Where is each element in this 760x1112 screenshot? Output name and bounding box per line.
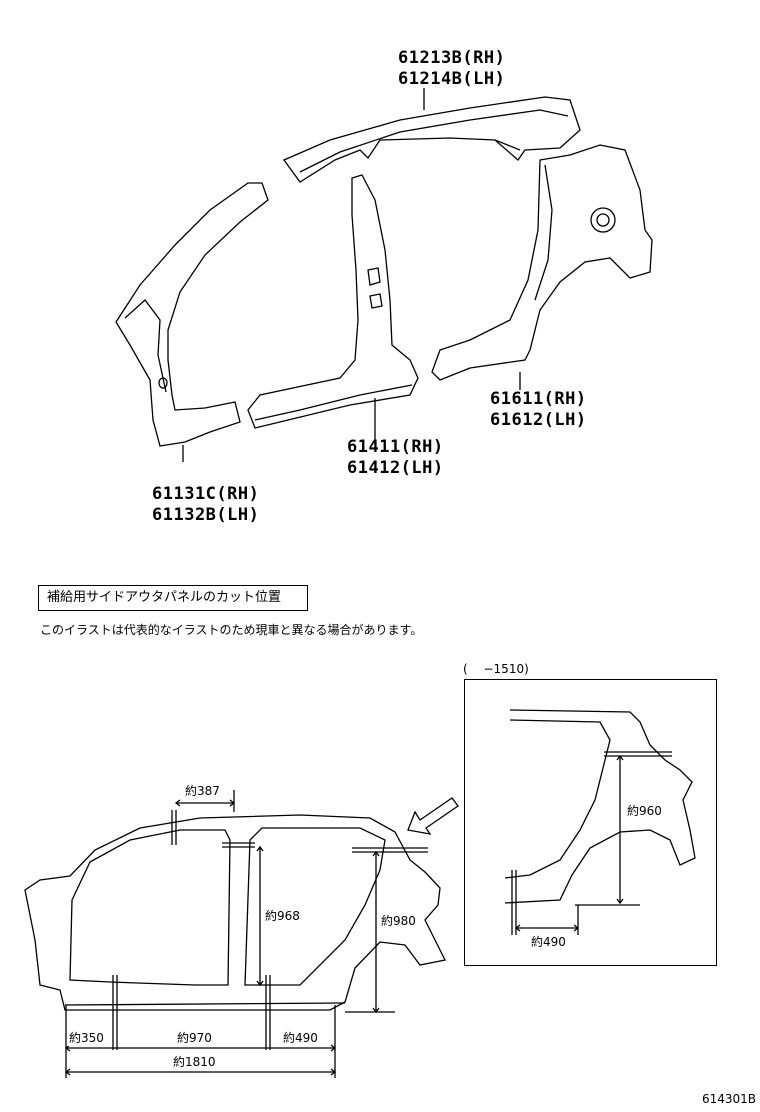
- dim-total-length: 約1810: [172, 1053, 217, 1070]
- part-label-rocker-lh: 61412(LH): [347, 458, 444, 478]
- roof-side-rail-drawing: [282, 88, 581, 183]
- part-label-front-pillar-lh: 61132B(LH): [152, 505, 260, 525]
- cut-marks: [112, 790, 428, 1050]
- dim-front-length: 約350: [68, 1029, 105, 1046]
- dim-center-height: 約968: [264, 907, 301, 924]
- dim-roof-cut: 約387: [184, 782, 221, 799]
- cut-position-notice-title: 補給用サイドアウタパネルのカット位置: [38, 585, 308, 611]
- dim-rear-length: 約490: [282, 1029, 319, 1046]
- part-label-roof-side-rh: 61213B(RH): [398, 48, 506, 68]
- inset-dim-width: 約490: [530, 933, 567, 950]
- pointer-arrow: [407, 797, 459, 835]
- part-label-front-pillar-rh: 61131C(RH): [152, 484, 260, 504]
- inset-drawing: [504, 709, 696, 935]
- reference-code: 614301B: [701, 1092, 756, 1106]
- part-label-roof-side-lh: 61214B(LH): [398, 69, 506, 89]
- center-pillar-rocker-drawing: [247, 174, 419, 440]
- dim-middle-length: 約970: [176, 1029, 213, 1046]
- side-outer-panel-outline: [24, 814, 446, 1011]
- front-pillar-drawing: [115, 182, 269, 462]
- part-label-rocker-rh: 61411(RH): [347, 437, 444, 457]
- part-label-quarter-lh: 61612(LH): [490, 410, 587, 430]
- inset-dim-height: 約960: [626, 802, 663, 819]
- dimension-lines: [64, 799, 395, 1078]
- inset-caption: ( −1510): [463, 662, 529, 676]
- illustration-disclaimer: このイラストは代表的なイラストのため現車と異なる場合があります。: [40, 623, 423, 637]
- inset-frame: [464, 679, 717, 966]
- quarter-panel-drawing: [431, 144, 653, 390]
- dim-rear-height: 約980: [380, 912, 417, 929]
- part-label-quarter-rh: 61611(RH): [490, 389, 587, 409]
